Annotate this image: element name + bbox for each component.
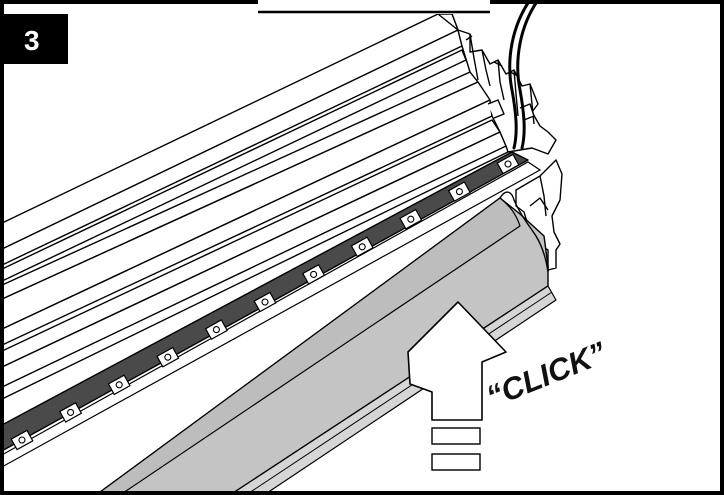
led-chip bbox=[156, 346, 180, 368]
up-arrow-icon bbox=[407, 301, 507, 421]
led-chip bbox=[204, 319, 228, 341]
step-number: 3 bbox=[24, 25, 40, 56]
led-chip-row bbox=[10, 153, 520, 451]
led-chip bbox=[10, 429, 34, 451]
led-chip bbox=[253, 291, 277, 313]
step-badge: 3 bbox=[0, 14, 68, 64]
led-chip bbox=[59, 401, 83, 423]
led-chip bbox=[496, 153, 520, 175]
led-chip bbox=[399, 208, 423, 230]
led-chip bbox=[447, 181, 471, 203]
led-chip bbox=[107, 374, 131, 396]
aluminium-profile bbox=[0, 13, 557, 401]
led-chip bbox=[350, 236, 374, 258]
led-chip bbox=[302, 263, 326, 285]
motion-lines-icon bbox=[431, 427, 481, 471]
power-cable bbox=[508, 0, 540, 150]
